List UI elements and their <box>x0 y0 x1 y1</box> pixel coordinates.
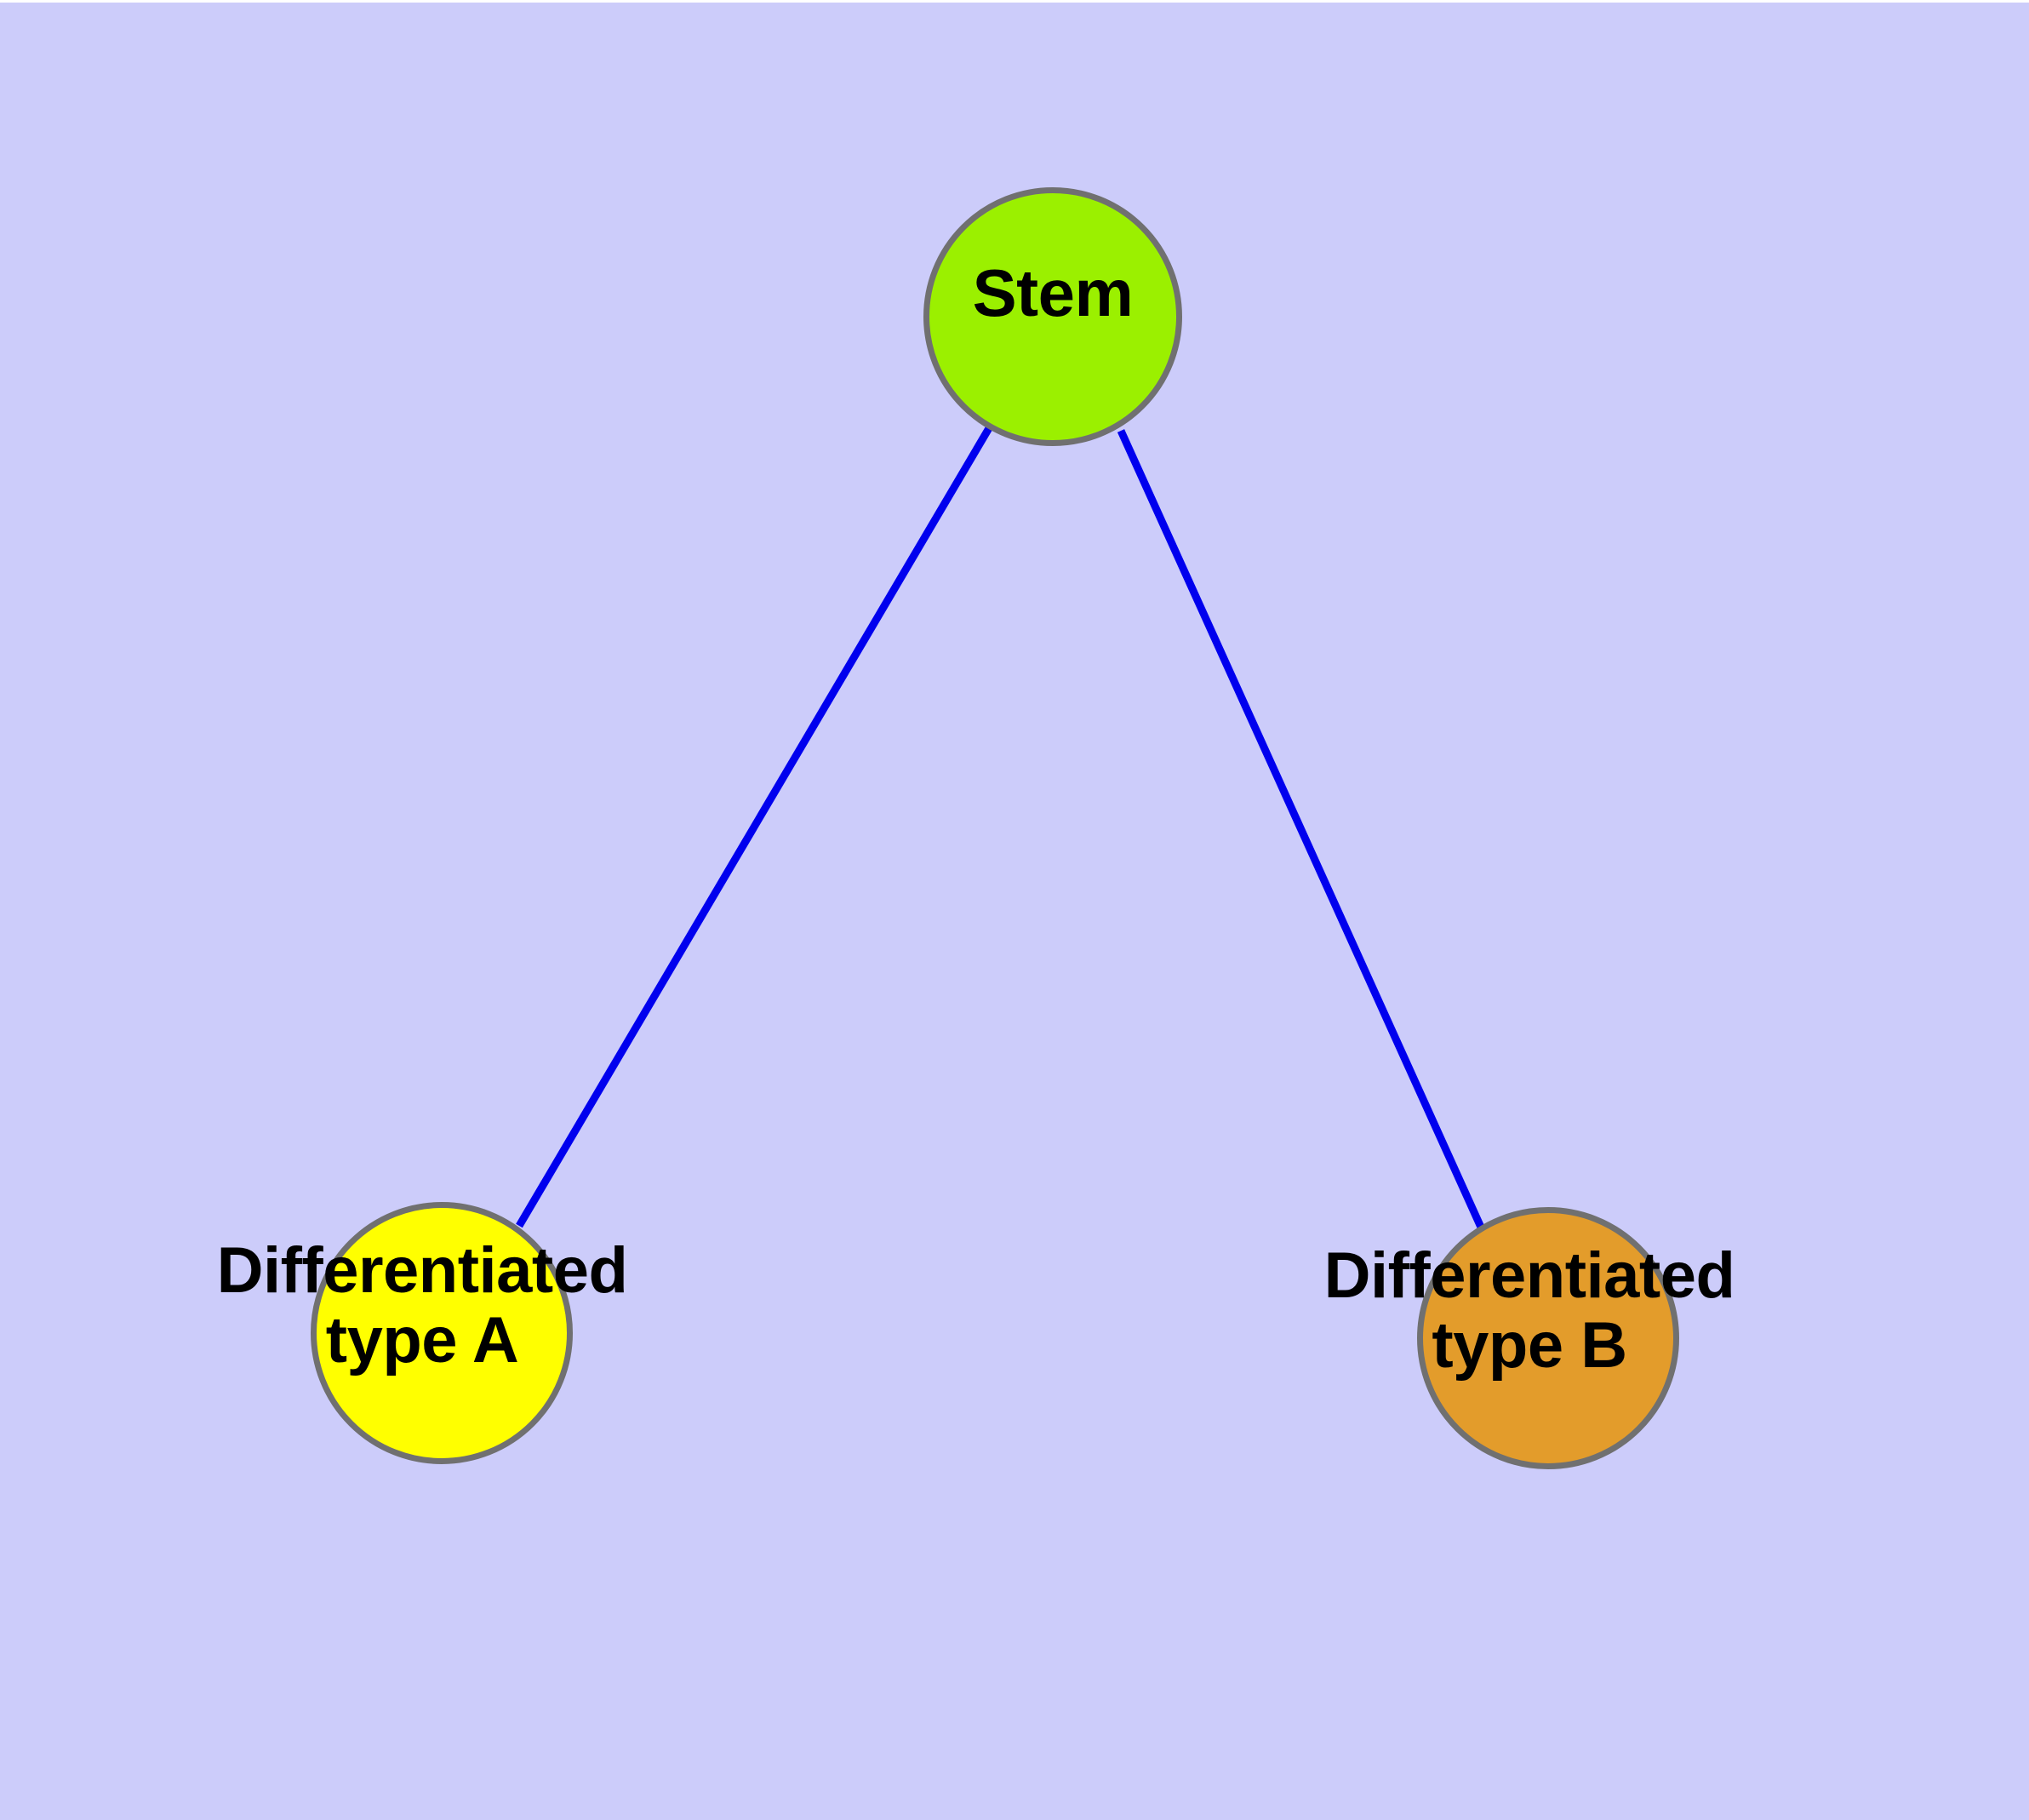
edge-stem-to-differentiated-type-b <box>1117 429 1487 1233</box>
top-edge-strip <box>0 0 2029 3</box>
node-stem[interactable] <box>923 187 1182 446</box>
edge-stem-to-differentiated-type-a <box>516 426 992 1228</box>
node-differentiated-type-a[interactable] <box>311 1202 573 1464</box>
node-differentiated-type-b[interactable] <box>1417 1207 1679 1469</box>
